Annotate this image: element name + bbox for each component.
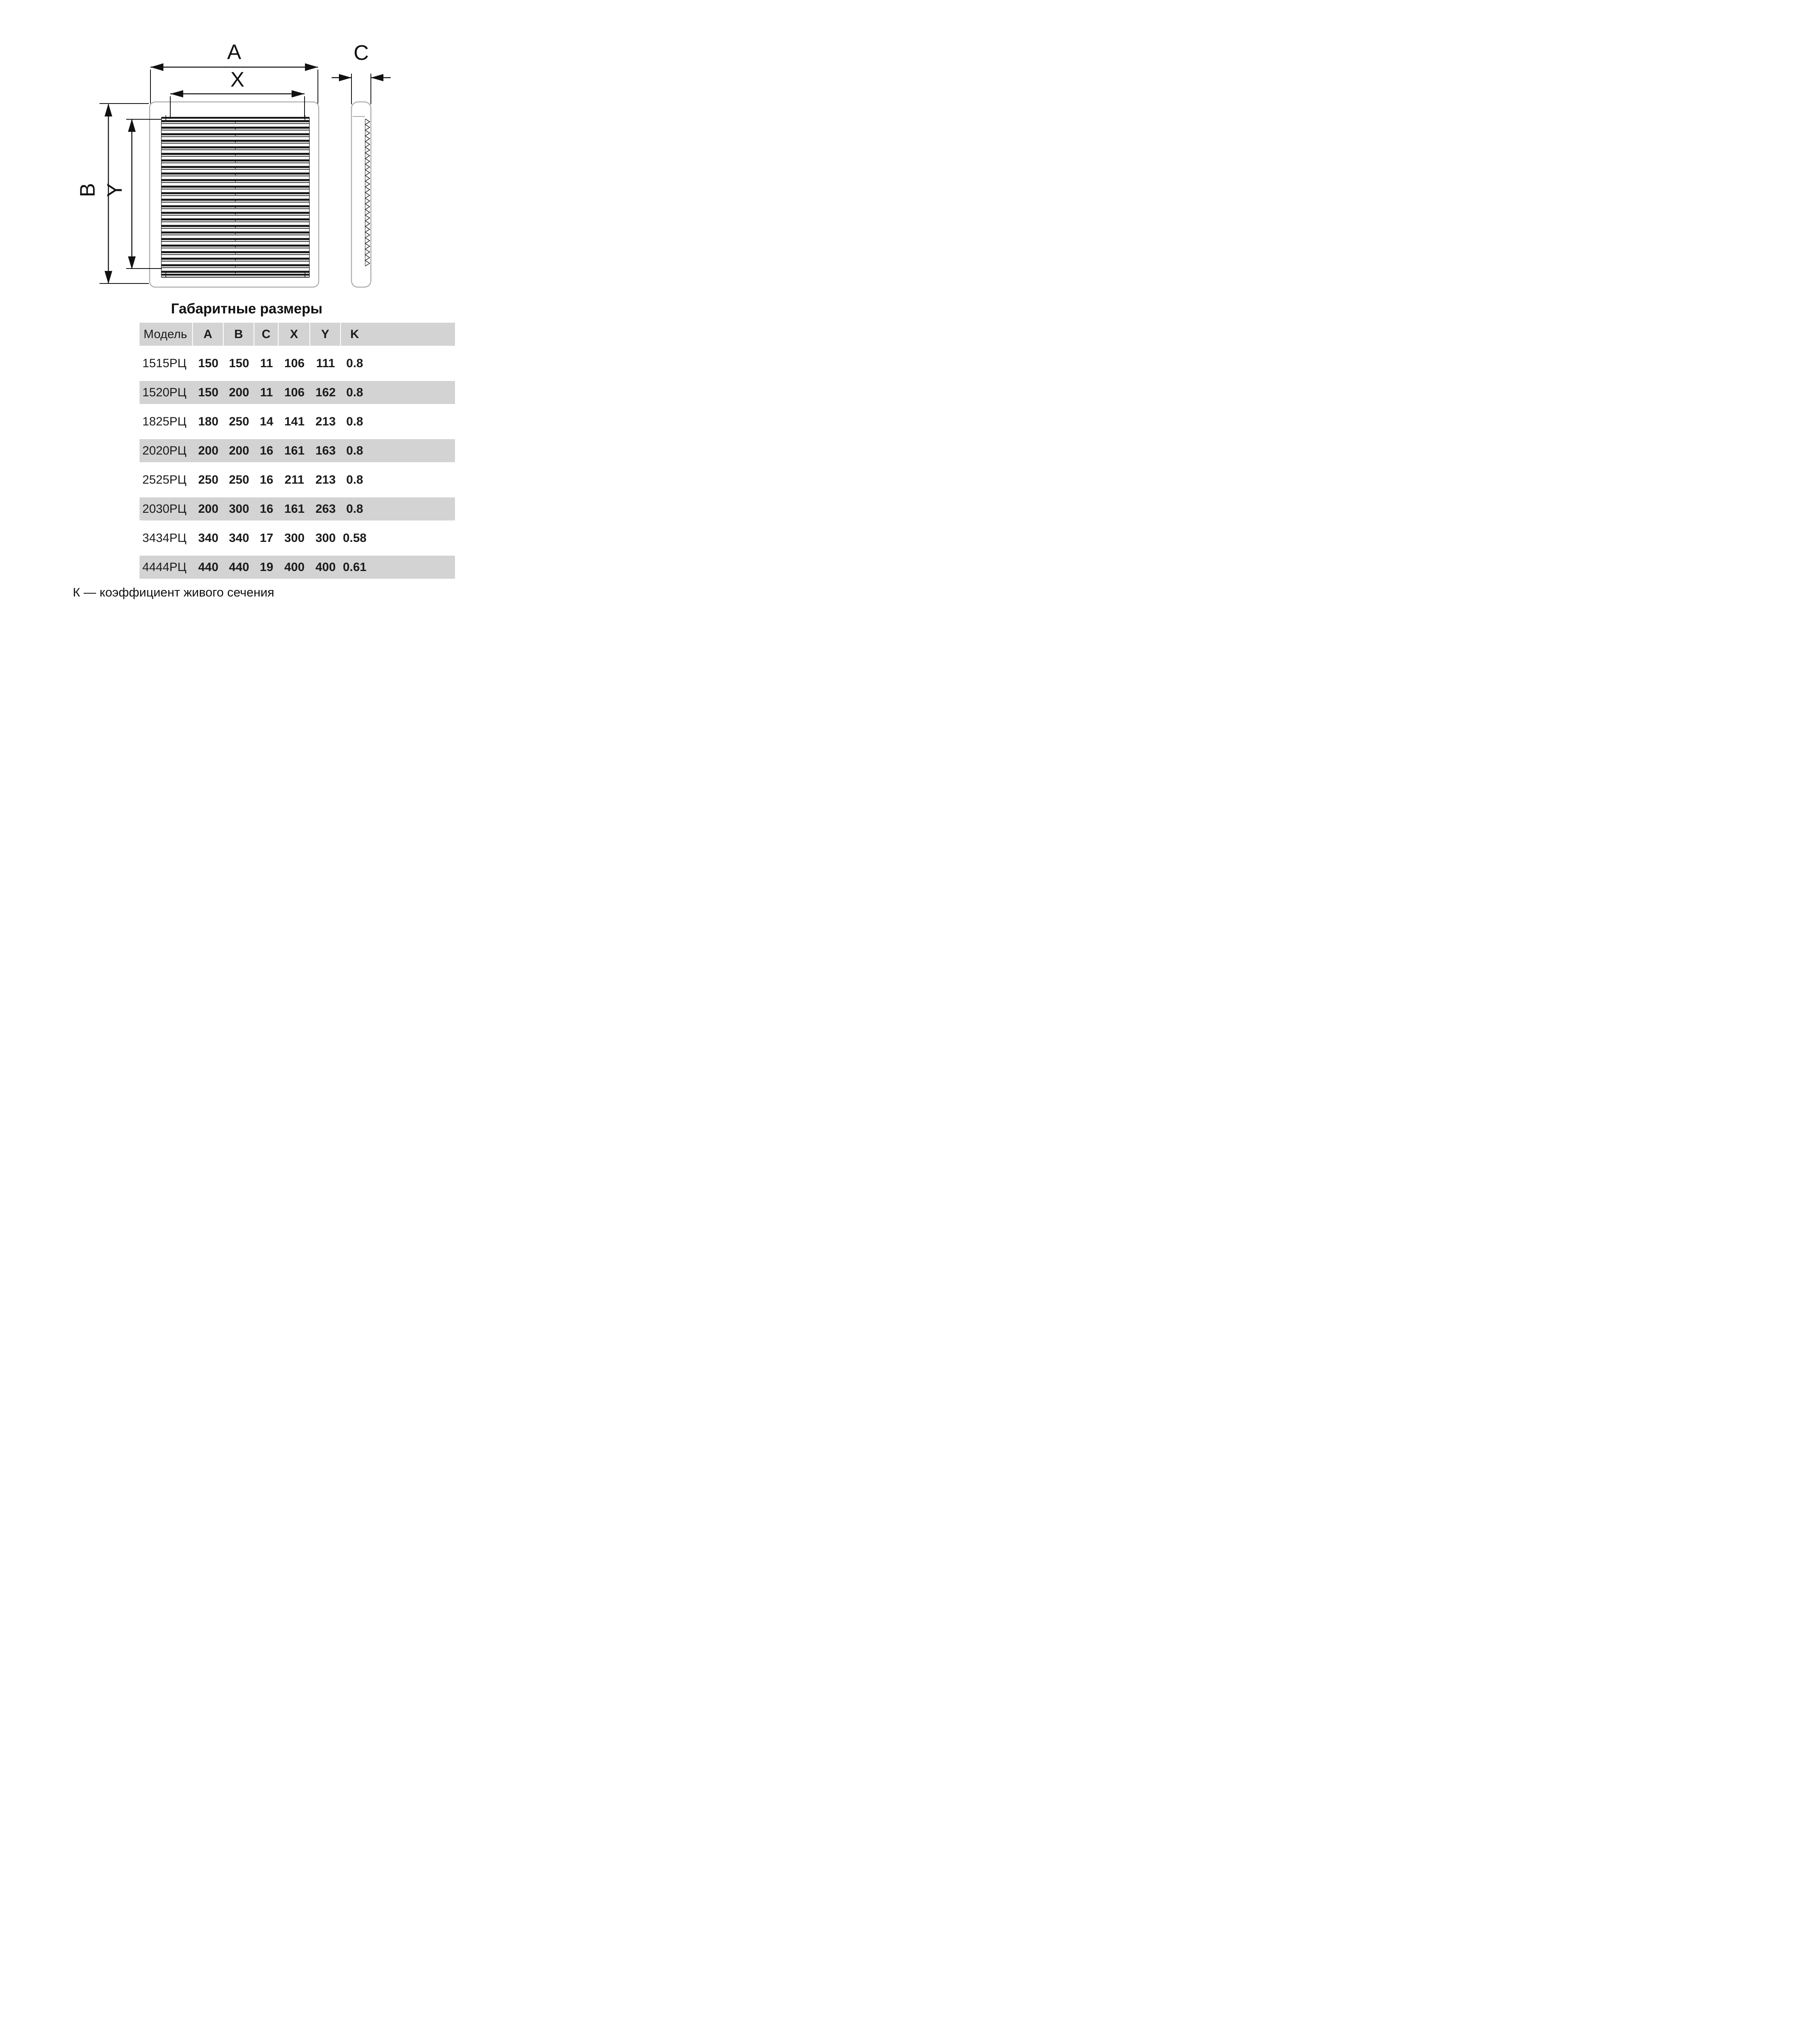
grille-front-view [149, 101, 320, 288]
cell-value: 200 [229, 385, 250, 399]
column-header: K [350, 327, 359, 341]
cell-model: 4444РЦ [142, 560, 186, 574]
cell-value: 0.8 [346, 502, 363, 516]
cell-value: 14 [260, 415, 273, 428]
cell-model: 3434РЦ [142, 531, 186, 545]
grille-side-view [351, 101, 372, 288]
cell-value: 150 [198, 356, 219, 370]
table-row: 3434РЦ 340 340 17 300 300 0.58 [140, 527, 455, 550]
cell-value: 0.61 [343, 560, 367, 574]
cell-value: 150 [198, 385, 219, 399]
table-row: 1515РЦ 150 150 11 106 111 0.8 [140, 352, 455, 375]
cell-value: 19 [260, 560, 273, 574]
cell-value: 440 [229, 560, 250, 574]
cell-value: 0.58 [343, 531, 367, 545]
cell-value: 16 [260, 502, 273, 516]
dimension-x [170, 90, 305, 119]
cell-model: 2525РЦ [142, 473, 186, 486]
cell-value: 0.8 [346, 444, 363, 457]
dimension-b [99, 103, 149, 284]
cell-value: 16 [260, 473, 273, 486]
dimension-y [126, 119, 162, 269]
column-header: C [254, 323, 279, 346]
cell-model: 2020РЦ [142, 444, 186, 457]
cell-value: 400 [315, 560, 336, 574]
cell-value: 0.8 [346, 473, 363, 486]
footnote-k-coefficient: К — коэффициент живого сечения [73, 585, 275, 599]
cell-value: 180 [198, 415, 219, 428]
cell-value: 0.8 [346, 385, 363, 399]
cell-value: 340 [229, 531, 250, 545]
cell-value: 111 [316, 356, 335, 370]
cell-value: 163 [315, 444, 336, 457]
cell-value: 213 [315, 415, 336, 428]
cell-model: 2030РЦ [142, 502, 186, 516]
cell-model: 1515РЦ [142, 356, 186, 370]
cell-value: 213 [315, 473, 336, 486]
table-row: 4444РЦ 440 440 19 400 400 0.61 [140, 556, 455, 579]
cell-value: 0.8 [346, 356, 363, 370]
column-header: B [224, 323, 254, 346]
column-header: A [193, 323, 224, 346]
dimension-drawing: A X B [0, 0, 455, 300]
cell-value: 250 [229, 473, 250, 486]
cell-value: 300 [229, 502, 250, 516]
page: A X B [0, 0, 455, 607]
table-title: Габаритные размеры [171, 301, 323, 317]
cell-value: 200 [198, 502, 219, 516]
cell-value: 250 [198, 473, 219, 486]
cell-value: 440 [198, 560, 219, 574]
table-row: 1825РЦ 180 250 14 141 213 0.8 [140, 410, 455, 433]
column-header-model: Модель [140, 323, 193, 346]
cell-value: 11 [260, 385, 273, 399]
cell-value: 106 [284, 356, 305, 370]
column-header: Y [310, 323, 341, 346]
cell-value: 11 [260, 356, 273, 370]
table-row: 1520РЦ 150 200 11 106 162 0.8 [140, 381, 455, 404]
dimension-a [150, 63, 318, 104]
cell-value: 150 [229, 356, 250, 370]
dim-label-a: A [227, 40, 241, 64]
dim-label-c: C [353, 41, 369, 65]
cell-value: 211 [284, 473, 305, 486]
cell-value: 200 [229, 444, 250, 457]
table-row: 2030РЦ 200 300 16 161 263 0.8 [140, 497, 455, 520]
column-header: X [279, 323, 310, 346]
cell-value: 141 [284, 415, 305, 428]
table-row: 2525РЦ 250 250 16 211 213 0.8 [140, 468, 455, 491]
cell-value: 250 [229, 415, 250, 428]
cell-value: 263 [315, 502, 336, 516]
cell-value: 106 [284, 385, 305, 399]
cell-value: 16 [260, 444, 273, 457]
cell-value: 162 [315, 385, 336, 399]
cell-value: 17 [260, 531, 273, 545]
cell-model: 1825РЦ [142, 415, 186, 428]
cell-value: 200 [198, 444, 219, 457]
drawing-svg: A X B [76, 40, 391, 288]
cell-value: 300 [284, 531, 305, 545]
cell-value: 340 [198, 531, 219, 545]
cell-value: 400 [284, 560, 305, 574]
cell-value: 300 [315, 531, 336, 545]
dim-label-y: Y [103, 183, 127, 197]
cell-model: 1520РЦ [142, 385, 186, 399]
cell-value: 0.8 [346, 415, 363, 428]
dim-label-x: X [231, 68, 245, 91]
table-row: 2020РЦ 200 200 16 161 163 0.8 [140, 439, 455, 462]
dimension-c [332, 74, 391, 104]
cell-value: 161 [284, 444, 305, 457]
dim-label-b: B [76, 183, 99, 197]
cell-value: 161 [284, 502, 305, 516]
